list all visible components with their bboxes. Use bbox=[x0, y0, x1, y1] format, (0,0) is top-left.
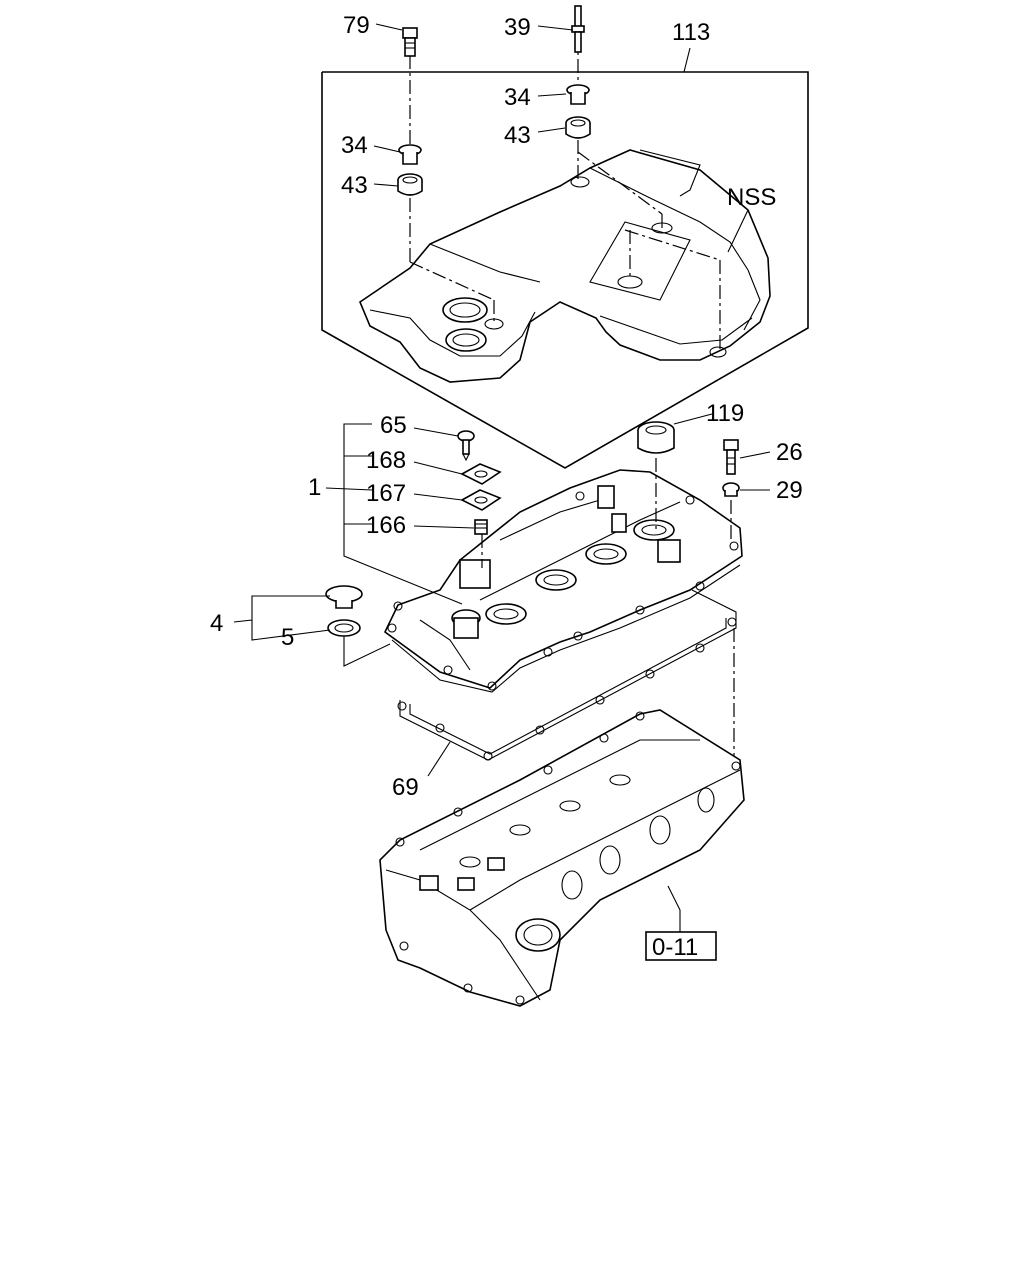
callout-4: 4 bbox=[210, 610, 223, 637]
callout-1: 1 bbox=[308, 474, 321, 501]
oil-cap-119 bbox=[637, 421, 675, 454]
stud-39 bbox=[571, 5, 585, 53]
screw-65 bbox=[457, 430, 475, 462]
callout-34-right: 34 bbox=[504, 84, 531, 111]
engine-cover-assembly-box bbox=[321, 47, 809, 469]
plate-168 bbox=[460, 463, 502, 485]
cover-assembly-lines bbox=[409, 34, 721, 350]
bolt-26 bbox=[723, 439, 739, 475]
cover-leaders bbox=[373, 23, 749, 253]
cylinder-head-cover bbox=[383, 469, 743, 693]
engine-cover bbox=[359, 149, 771, 383]
grommet-34-left bbox=[398, 144, 422, 165]
callout-26: 26 bbox=[776, 439, 803, 466]
callout-29: 29 bbox=[776, 477, 803, 504]
callout-65: 65 bbox=[380, 412, 407, 439]
bolt-79 bbox=[402, 27, 418, 57]
callout-119: 119 bbox=[706, 400, 744, 427]
callout-43-right: 43 bbox=[504, 122, 531, 149]
callout-113: 113 bbox=[672, 19, 710, 46]
reference-box bbox=[645, 885, 717, 961]
callout-nss: NSS bbox=[727, 184, 776, 211]
callout-166: 166 bbox=[366, 512, 406, 539]
callout-43-left: 43 bbox=[341, 172, 368, 199]
head-cover-gasket-69 bbox=[397, 589, 737, 777]
cover-1-leaders bbox=[233, 413, 771, 667]
rubber-43-left bbox=[397, 173, 423, 196]
callout-79: 79 bbox=[343, 12, 370, 39]
reference-0-11: 0-11 bbox=[652, 934, 698, 961]
seal-ring-5 bbox=[327, 619, 361, 637]
callout-167: 167 bbox=[366, 480, 406, 507]
rubber-43-right bbox=[565, 116, 591, 139]
grommet-34-right bbox=[566, 84, 590, 105]
washer-29 bbox=[722, 482, 740, 497]
filler-cap-4 bbox=[325, 585, 363, 609]
callout-39: 39 bbox=[504, 14, 531, 41]
cylinder-head bbox=[379, 709, 745, 1007]
callout-34-left: 34 bbox=[341, 132, 368, 159]
spring-166 bbox=[474, 519, 488, 535]
callout-labels: 79 39 113 34 43 34 43 NSS 65 119 168 26 … bbox=[210, 12, 803, 961]
gasket-167 bbox=[460, 489, 502, 511]
callout-5: 5 bbox=[281, 624, 294, 651]
callout-69: 69 bbox=[392, 774, 419, 801]
callout-168: 168 bbox=[366, 447, 406, 474]
